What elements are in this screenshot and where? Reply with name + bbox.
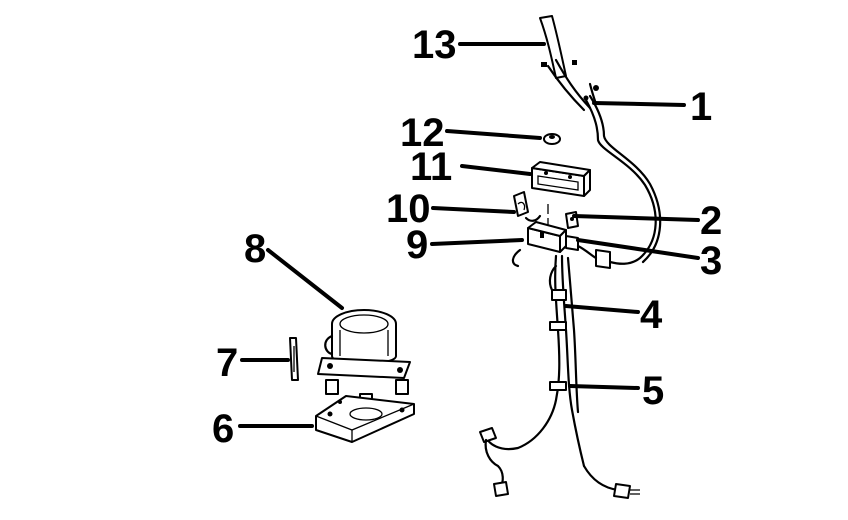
- part-6-base-plate: [315, 395, 415, 443]
- callout-9: 9: [406, 223, 428, 267]
- part-1-wire-harness: [583, 82, 662, 265]
- callout-5: 5: [642, 369, 664, 413]
- callout-labels: 13 1 12 11 10 2 9 3 8 4 7 5 6: [212, 23, 722, 451]
- part-11-relay-cover: [531, 161, 591, 197]
- part-7-clip: [289, 337, 299, 381]
- part-12-grommet: [543, 133, 561, 145]
- callout-7: 7: [216, 341, 238, 385]
- part-10-clip: [513, 191, 542, 222]
- callout-8: 8: [244, 227, 266, 271]
- callout-10: 10: [386, 187, 431, 231]
- callout-11: 11: [410, 145, 452, 189]
- part-9-relay: [511, 218, 567, 268]
- callout-4: 4: [640, 293, 663, 337]
- callout-6: 6: [212, 407, 234, 451]
- part-8-compressor: [317, 309, 411, 379]
- leader-lines: [238, 42, 700, 428]
- callout-12: 12: [400, 111, 445, 155]
- part-3-connector: [565, 235, 611, 269]
- callout-1: 1: [690, 85, 712, 129]
- part-5-cord-clamp: [479, 381, 640, 499]
- callout-2: 2: [700, 199, 722, 243]
- callout-13: 13: [412, 23, 457, 67]
- callout-3: 3: [700, 239, 722, 283]
- part-13-tube: [539, 15, 592, 112]
- part-4-cord: [484, 254, 586, 468]
